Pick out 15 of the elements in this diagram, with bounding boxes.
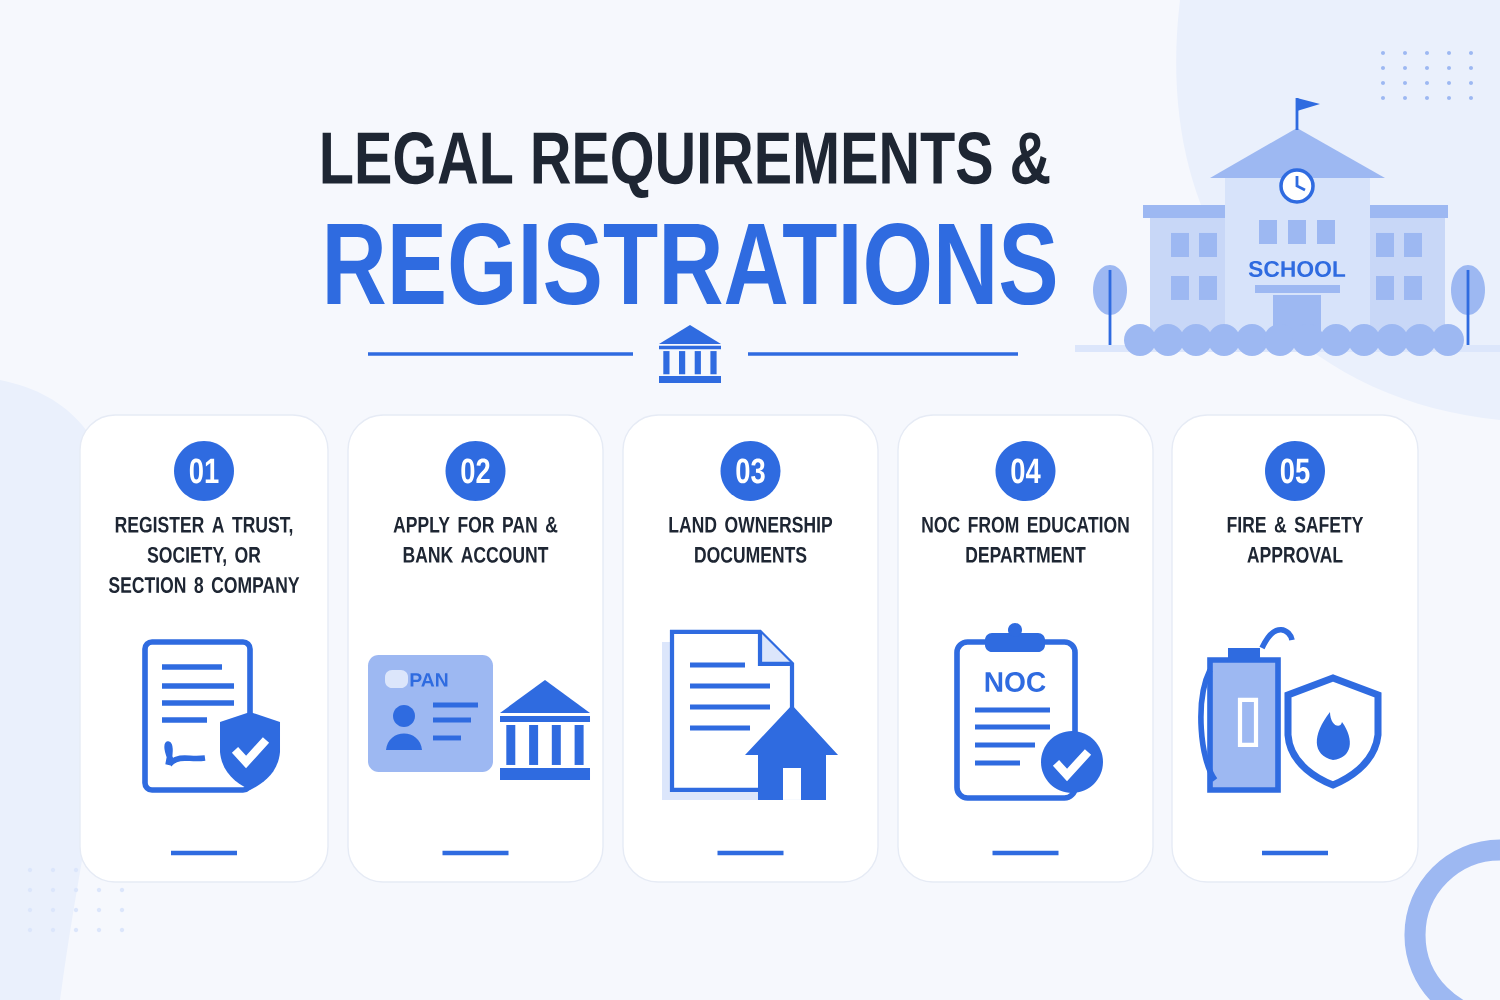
card-label: PAN <box>410 673 448 687</box>
card-label: NOC <box>985 672 1046 692</box>
building-sign: SCHOOL <box>1248 260 1346 278</box>
subtitle: REGISTRATIONS <box>327 222 1056 306</box>
step-title: NOC FROM EDUCATION DEPARTMENT <box>922 516 1129 563</box>
step-title: APPLY FOR PAN & BANK ACCOUNT <box>393 516 558 563</box>
title: LEGAL REQUIREMENTS & <box>322 131 1050 198</box>
step-title: REGISTER A TRUST, SOCIETY, OR SECTION 8 COMPANY <box>108 516 300 594</box>
number-badge: 03 <box>720 441 781 501</box>
number-badge: 02 <box>445 441 506 501</box>
number-badge: 01 <box>174 441 234 501</box>
step-title: FIRE & SAFETY APPROVAL <box>1227 516 1364 563</box>
step-title: LAND OWNERSHIP DOCUMENTS <box>669 516 833 563</box>
number-badge: 05 <box>1265 441 1325 501</box>
number-badge: 04 <box>995 441 1056 501</box>
